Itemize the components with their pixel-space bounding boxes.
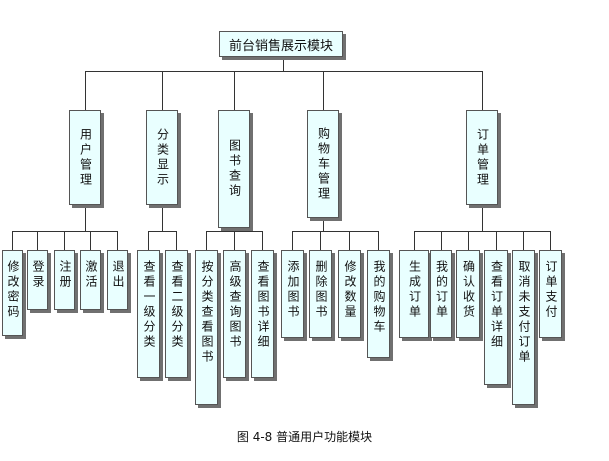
module-label: 分类显示 <box>155 127 170 188</box>
leaf-view-book-details: 查看图书详细 <box>251 250 274 378</box>
leaf-pay-order: 订单支付 <box>539 250 562 338</box>
module-order-management: 订单管理 <box>466 110 498 205</box>
leaf-label: 退出 <box>111 260 125 290</box>
leaf-label: 修改数量 <box>343 260 357 320</box>
leaf-confirm-receipt: 确认收货 <box>456 250 480 338</box>
leaf-label: 查看订单详细 <box>489 260 504 350</box>
leaf-change-quantity: 修改数量 <box>338 250 361 338</box>
leaf-view-level1-category: 查看一级分类 <box>137 250 160 378</box>
module-book-search: 图书查询 <box>218 110 250 228</box>
connector-leaf <box>320 231 321 250</box>
connector-to-module-2 <box>162 71 163 110</box>
connector-leaf <box>90 231 91 250</box>
leaf-view-level2-category: 查看二级分类 <box>165 250 188 378</box>
connector-module-2-bus <box>148 231 176 232</box>
leaf-label: 查看二级分类 <box>170 260 184 350</box>
module-label: 用户管理 <box>78 127 93 188</box>
leaf-delete-book: 删除图书 <box>309 250 332 338</box>
leaf-label: 我的订单 <box>434 260 449 320</box>
leaf-label: 高级查询图书 <box>228 260 242 350</box>
connector-module-5-down <box>482 205 483 231</box>
leaf-create-order: 生成订单 <box>399 250 429 338</box>
leaf-activate: 激活 <box>80 250 101 310</box>
connector-to-module-3 <box>234 71 235 110</box>
module-label: 订单管理 <box>475 127 490 188</box>
connector-module-4-down <box>323 218 324 231</box>
module-label: 图书查询 <box>227 139 242 199</box>
leaf-cancel-unpaid-order: 取消未支付订单 <box>512 250 535 405</box>
connector-module-5-bus <box>414 231 550 232</box>
leaf-label: 查看一级分类 <box>142 260 156 350</box>
leaf-label: 添加图书 <box>286 260 300 320</box>
connector-leaf <box>117 231 118 250</box>
leaf-label: 删除图书 <box>314 260 328 320</box>
leaf-label: 按分类查看图书 <box>200 260 214 365</box>
leaf-label: 注册 <box>58 260 72 290</box>
connector-leaf <box>37 231 38 250</box>
root-module-label: 前台销售展示模块 <box>228 38 333 54</box>
connector-leaf <box>176 231 177 250</box>
leaf-label: 取消未支付订单 <box>517 260 531 365</box>
connector-module-1-down <box>85 205 86 231</box>
connector-module-3-down <box>234 228 235 231</box>
connector-leaf <box>468 231 469 250</box>
leaf-browse-books-by-category: 按分类查看图书 <box>195 250 218 405</box>
leaf-login: 登录 <box>27 250 48 310</box>
connector-to-module-4 <box>323 71 324 110</box>
leaf-label: 修改密码 <box>6 260 20 320</box>
connector-leaf <box>414 231 415 250</box>
module-cart-management: 购物车管理 <box>307 110 339 218</box>
connector-module-2-down <box>162 205 163 231</box>
connector-leaf <box>292 231 293 250</box>
connector-leaf <box>523 231 524 250</box>
connector-to-module-5 <box>482 71 483 110</box>
module-user-management: 用户管理 <box>69 110 101 205</box>
figure-caption: 图 4-8 普通用户功能模块 <box>236 430 373 444</box>
leaf-my-cart: 我的购物车 <box>367 250 390 358</box>
leaf-change-password: 修改密码 <box>2 250 23 336</box>
connector-leaf <box>262 231 263 250</box>
connector-leaf <box>441 231 442 250</box>
connector-leaf <box>148 231 149 250</box>
leaf-register: 注册 <box>54 250 75 310</box>
connector-module-bus <box>85 71 482 72</box>
leaf-add-book: 添加图书 <box>281 250 304 338</box>
leaf-label: 生成订单 <box>407 260 422 320</box>
module-category-display: 分类显示 <box>146 110 178 205</box>
connector-leaf <box>64 231 65 250</box>
connector-leaf <box>206 231 207 250</box>
connector-leaf <box>496 231 497 250</box>
leaf-label: 订单支付 <box>544 260 558 320</box>
leaf-view-order-details: 查看订单详细 <box>484 250 508 385</box>
connector-leaf <box>349 231 350 250</box>
leaf-label: 确认收货 <box>461 260 476 320</box>
connector-root-down <box>283 57 284 71</box>
leaf-label: 激活 <box>84 260 98 290</box>
leaf-label: 我的购物车 <box>372 260 386 335</box>
connector-to-module-1 <box>85 71 86 110</box>
leaf-advanced-book-search: 高级查询图书 <box>223 250 246 378</box>
connector-leaf <box>550 231 551 250</box>
root-module: 前台销售展示模块 <box>219 31 343 57</box>
leaf-my-orders: 我的订单 <box>430 250 452 338</box>
connector-leaf <box>234 231 235 250</box>
leaf-label: 登录 <box>31 260 45 290</box>
connector-leaf <box>378 231 379 250</box>
module-label: 购物车管理 <box>316 126 331 202</box>
connector-module-4-bus <box>292 231 378 232</box>
connector-leaf <box>12 231 13 250</box>
leaf-logout: 退出 <box>107 250 128 310</box>
leaf-label: 查看图书详细 <box>256 260 270 350</box>
